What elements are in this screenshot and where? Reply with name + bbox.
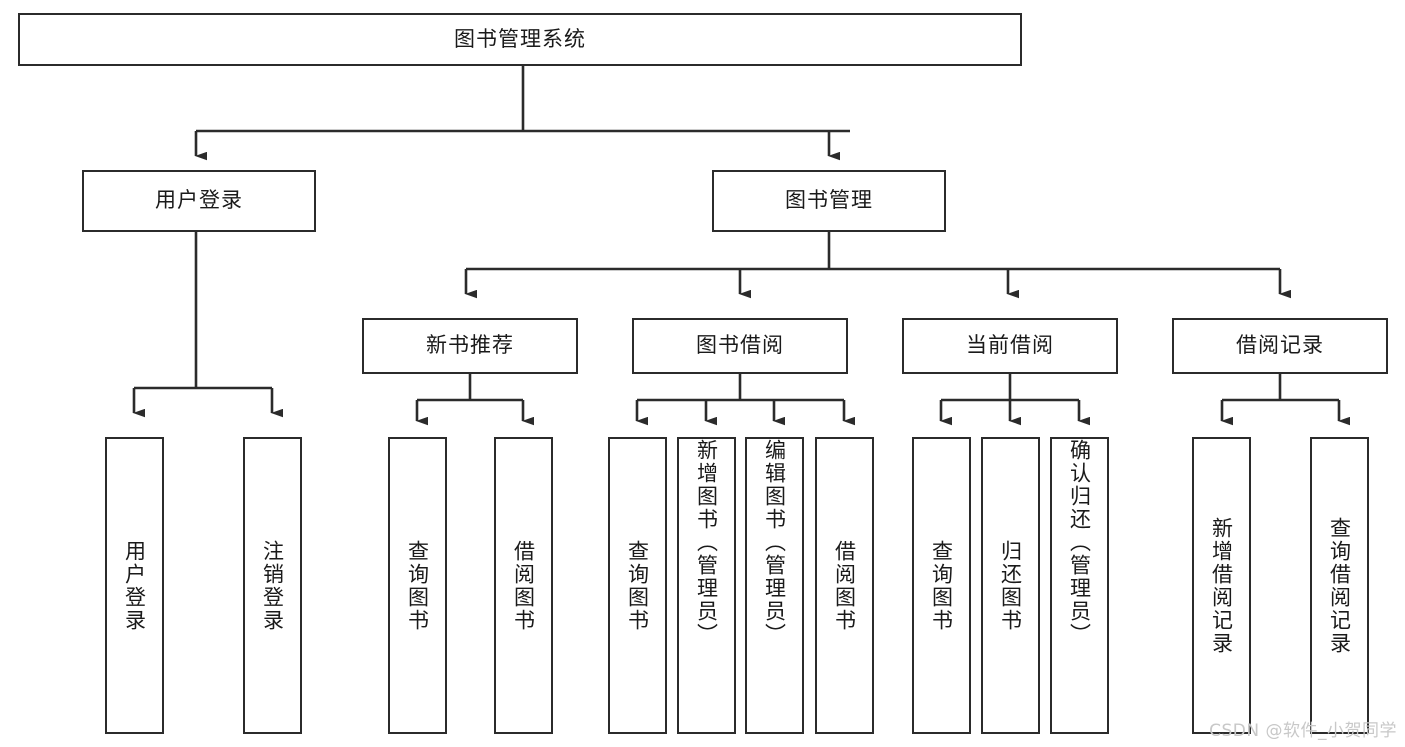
node-user-login[interactable]: 用户登录 [82,170,316,232]
node-label: 注销登录 [260,539,285,632]
node-label: 新书推荐 [426,333,514,358]
leaf-user-login[interactable]: 用户登录 [105,437,164,734]
leaf-logout-login[interactable]: 注销登录 [243,437,302,734]
node-label: 新增借阅记录 [1209,516,1234,655]
node-label: 当前借阅 [966,333,1054,358]
leaf-add-record[interactable]: 新增借阅记录 [1192,437,1251,734]
leaf-query-book-1[interactable]: 查询图书 [388,437,447,734]
node-label: 新增图书（管理员） [694,439,719,646]
node-label: 借阅图书 [511,539,536,632]
node-label: 借阅记录 [1236,333,1324,358]
node-label: 归还图书 [998,539,1023,632]
node-label: 编辑图书（管理员） [762,439,787,646]
node-label: 查询图书 [405,539,430,632]
node-label: 确认归还（管理员） [1067,439,1092,646]
leaf-borrow-book-1[interactable]: 借阅图书 [494,437,553,734]
leaf-query-book-2[interactable]: 查询图书 [608,437,667,734]
node-label: 用户登录 [155,188,243,213]
node-label: 用户登录 [122,539,147,632]
leaf-add-book[interactable]: 新增图书（管理员） [677,437,736,734]
node-borrow-record[interactable]: 借阅记录 [1172,318,1388,374]
leaf-confirm-return[interactable]: 确认归还（管理员） [1050,437,1109,734]
leaf-return-book[interactable]: 归还图书 [981,437,1040,734]
node-label: 借阅图书 [832,539,857,632]
node-current-borrow[interactable]: 当前借阅 [902,318,1118,374]
node-label: 图书管理系统 [454,26,586,51]
node-label: 查询图书 [929,539,954,632]
node-book-borrow[interactable]: 图书借阅 [632,318,848,374]
leaf-edit-book[interactable]: 编辑图书（管理员） [745,437,804,734]
leaf-query-book-3[interactable]: 查询图书 [912,437,971,734]
node-label: 查询图书 [625,539,650,632]
leaf-borrow-book-2[interactable]: 借阅图书 [815,437,874,734]
node-label: 图书管理 [785,188,873,213]
leaf-query-record[interactable]: 查询借阅记录 [1310,437,1369,734]
node-new-book-recommend[interactable]: 新书推荐 [362,318,578,374]
node-label: 图书借阅 [696,333,784,358]
node-root[interactable]: 图书管理系统 [18,13,1022,66]
node-label: 查询借阅记录 [1327,516,1352,655]
watermark: CSDN @软件_小贺同学 [1209,721,1397,741]
node-book-manage[interactable]: 图书管理 [712,170,946,232]
